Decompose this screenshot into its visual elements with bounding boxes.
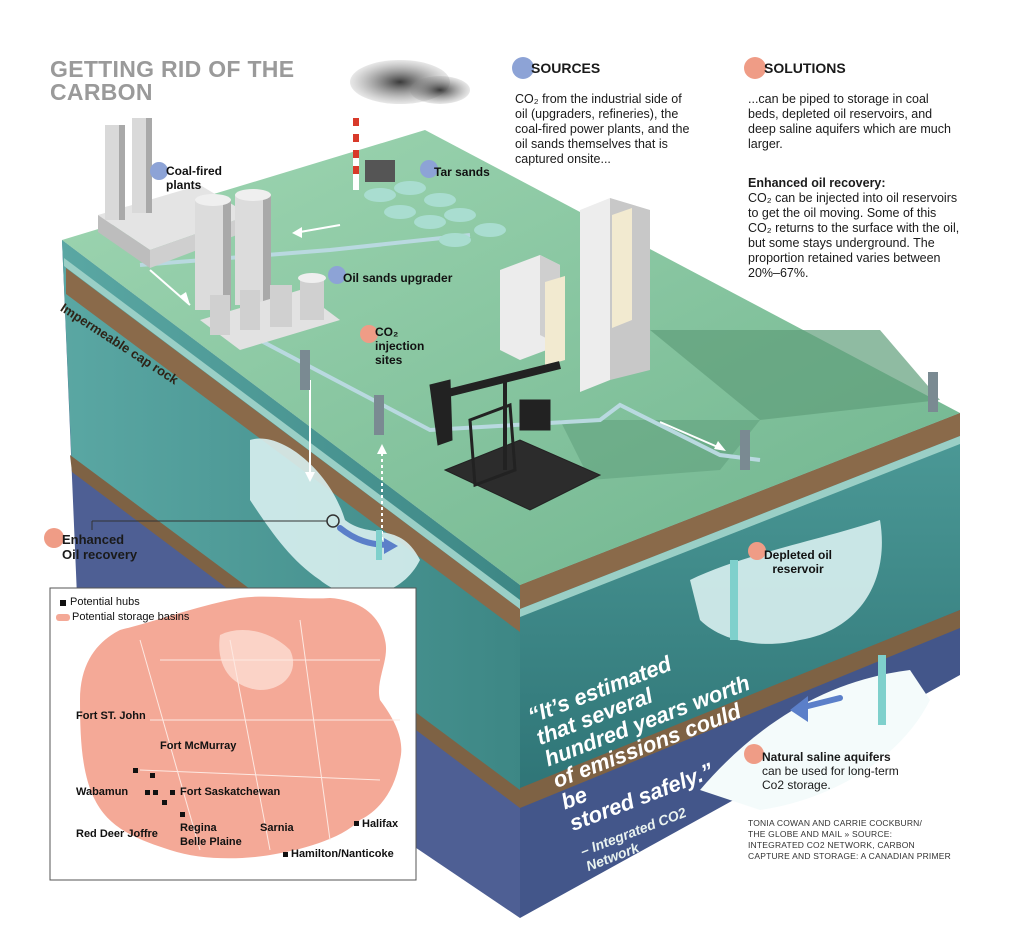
injection-dot-icon <box>360 325 378 343</box>
map-wabamun: Wabamun <box>76 786 129 798</box>
sources-dot-icon <box>512 57 534 79</box>
page-title: GETTING RID OF THE CARBON <box>50 58 294 104</box>
tar-sands-dot-icon <box>420 160 438 178</box>
tar-sands-tanks <box>364 181 506 247</box>
legend-basins: Potential storage basins <box>72 611 190 623</box>
right-face-cap <box>520 413 960 609</box>
sources-heading: SOURCES <box>531 60 601 76</box>
map-fort-st-john: Fort ST. John <box>76 710 146 722</box>
sources-text: CO₂ from the industrial side of oil (upg… <box>515 92 690 166</box>
title-line-2: CARBON <box>50 79 153 105</box>
enhanced-label: Enhanced Oil recovery <box>62 532 138 562</box>
coal-plants-label: Coal-fired plants <box>166 164 223 192</box>
saline-aquifer <box>700 670 930 810</box>
ground-surface <box>62 130 960 585</box>
title-line-1: GETTING RID OF THE <box>50 56 295 82</box>
eor-text: CO₂ can be injected into oil reservoirs … <box>748 191 960 280</box>
right-face-brown <box>520 610 960 808</box>
saline-label: Natural saline aquifers can be used for … <box>762 750 899 792</box>
map-fort-mcmurray: Fort McMurray <box>160 740 237 752</box>
canada-map-shape <box>80 596 402 859</box>
map-hamilton-nanticoke: Hamilton/Nanticoke <box>291 848 394 860</box>
tar-sands-label: Tar sands <box>434 165 490 179</box>
legend-hubs: Potential hubs <box>70 596 140 608</box>
pumpjack <box>429 361 602 511</box>
map-regina: Regina <box>180 822 217 834</box>
injection-label: CO₂ injection sites <box>375 325 425 367</box>
enhanced-dot-icon <box>44 528 64 548</box>
coal-plants-dot-icon <box>150 162 168 180</box>
eor-heading: Enhanced oil recovery: <box>748 176 886 190</box>
credit-text: TONIA COWAN AND CARRIE COCKBURN/ THE GLO… <box>748 818 951 861</box>
map-red-deer-joffre: Red Deer Joffre <box>76 828 158 840</box>
solutions-dot-icon <box>744 57 766 79</box>
map-halifax: Halifax <box>362 818 399 830</box>
upgrader-label: Oil sands upgrader <box>343 271 453 285</box>
map-belle-plaine: Belle Plaine <box>180 836 242 848</box>
left-face-brown <box>66 268 520 632</box>
map-sarnia: Sarnia <box>260 822 294 834</box>
map-fort-saskatchewan: Fort Saskatchewan <box>180 786 281 798</box>
solutions-text: ...can be piped to storage in coal beds,… <box>748 92 951 151</box>
solutions-heading: SOLUTIONS <box>764 60 846 76</box>
depleted-label: Depleted oil reservoir <box>764 548 833 576</box>
saline-dot-icon <box>744 744 764 764</box>
upgrader-dot-icon <box>328 266 346 284</box>
depleted-dot-icon <box>748 542 766 560</box>
hub-markers <box>133 768 359 857</box>
